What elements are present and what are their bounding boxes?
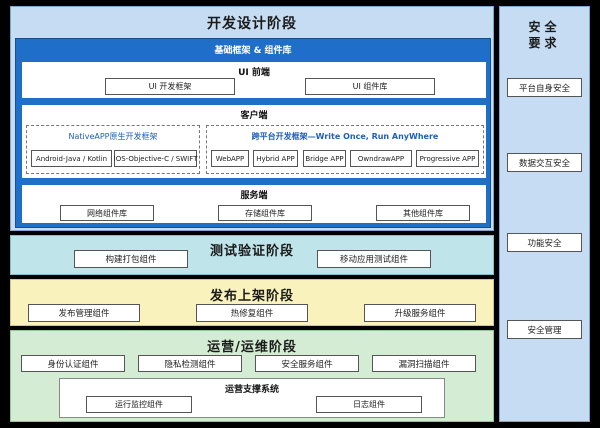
progressive-app-box: Progressive APP [416, 150, 479, 167]
storage-lib-box: 存储组件库 [218, 205, 312, 221]
functional-security-box: 功能安全 [507, 233, 582, 252]
dev-stage-title: 开发设计阶段 [207, 16, 297, 32]
security-service-box: 安全服务组件 [255, 355, 359, 372]
ios-box: IOS-Objective-C / SWIFT [114, 150, 197, 167]
owndraw-app-box: OwndrawAPP [350, 150, 412, 167]
ui-component-lib: UI 组件库 [305, 78, 435, 95]
base-framework: 基础框架 & 组件库 UI 前端 UI 开发框架 UI 组件库 客户端 Nati… [15, 38, 491, 228]
network-lib-box: 网络组件库 [60, 205, 154, 221]
native-app-group: NativeAPP原生开发框架 Android-Java / Kotlin IO… [26, 125, 200, 174]
ops-support-system: 运营支撑系统 运行监控组件 日志组件 [59, 378, 445, 418]
hybrid-app-box: Hybrid APP [253, 150, 298, 167]
test-stage-title: 测试验证阶段 [209, 244, 294, 259]
server-title: 服务端 [240, 191, 268, 201]
bridge-app-box: Bridge APP [303, 150, 346, 167]
ui-frontend-title: UI 前端 [238, 68, 270, 78]
client-panel: 客户端 NativeAPP原生开发框架 Android-Java / Kotli… [20, 103, 488, 180]
identity-auth-box: 身份认证组件 [21, 355, 125, 372]
build-package-box: 构建打包组件 [74, 250, 188, 268]
test-stage: 测试验证阶段 构建打包组件 移动应用测试组件 [10, 235, 494, 275]
ui-frontend-panel: UI 前端 UI 开发框架 UI 组件库 [20, 60, 488, 100]
ops-support-title: 运营支撑系统 [224, 385, 279, 395]
hotfix-box: 热修复组件 [196, 304, 308, 322]
privacy-check-box: 隐私检测组件 [138, 355, 242, 372]
security-title-line1: 安全 [528, 20, 561, 34]
data-interaction-security-box: 数据交互安全 [507, 153, 582, 172]
cross-platform-title: 跨平台开发框架—Write Once, Run AnyWhere [251, 132, 439, 141]
dev-stage: 开发设计阶段 基础框架 & 组件库 UI 前端 UI 开发框架 UI 组件库 客… [10, 6, 494, 231]
cross-platform-group: 跨平台开发框架—Write Once, Run AnyWhere WebAPP … [206, 125, 484, 174]
ui-dev-framework: UI 开发框架 [105, 78, 235, 95]
native-app-title: NativeAPP原生开发框架 [68, 132, 158, 141]
webapp-box: WebAPP [211, 150, 249, 167]
security-column [499, 6, 590, 422]
platform-security-box: 平台自身安全 [507, 78, 582, 97]
android-box: Android-Java / Kotlin [31, 150, 112, 167]
ops-stage: 运营/运维阶段 身份认证组件 隐私检测组件 安全服务组件 漏洞扫描组件 运营支撑… [10, 330, 494, 422]
security-management-box: 安全管理 [507, 320, 582, 339]
runtime-monitor-box: 运行监控组件 [86, 396, 192, 413]
vuln-scan-box: 漏洞扫描组件 [372, 355, 476, 372]
release-mgmt-box: 发布管理组件 [28, 304, 140, 322]
mobile-test-box: 移动应用测试组件 [317, 250, 431, 268]
base-framework-title: 基础框架 & 组件库 [214, 46, 292, 56]
other-lib-box: 其他组件库 [376, 205, 470, 221]
ops-stage-title: 运营/运维阶段 [207, 340, 297, 355]
upgrade-service-box: 升级服务组件 [364, 304, 476, 322]
security-title-line2: 要求 [528, 36, 561, 50]
release-stage: 发布上架阶段 发布管理组件 热修复组件 升级服务组件 [10, 279, 494, 326]
release-stage-title: 发布上架阶段 [209, 289, 294, 304]
log-box: 日志组件 [316, 396, 422, 413]
server-panel: 服务端 网络组件库 存储组件库 其他组件库 [20, 183, 488, 225]
client-title: 客户端 [240, 111, 268, 121]
